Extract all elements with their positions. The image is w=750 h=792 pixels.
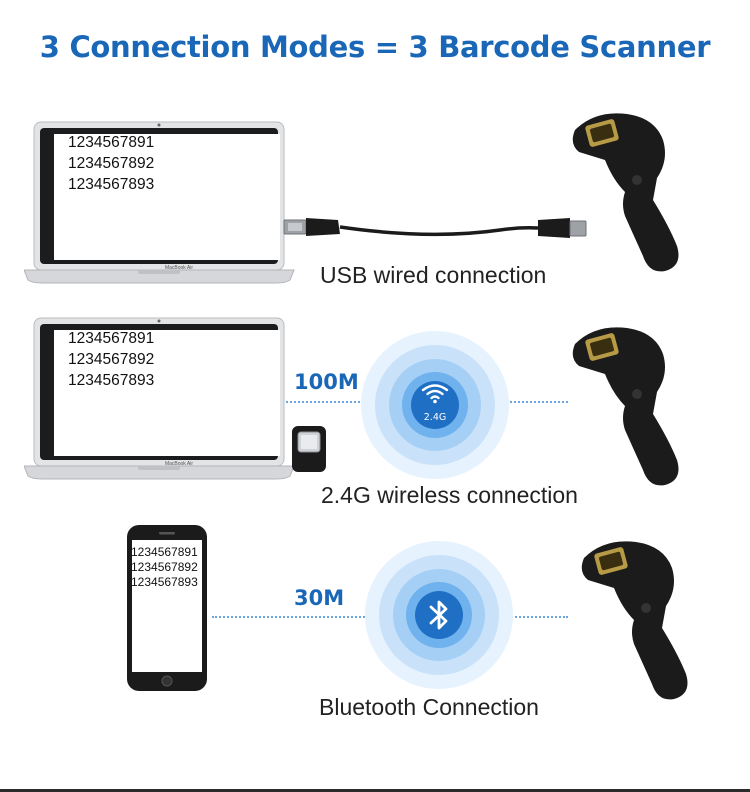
- usb-laptop: MacBook Air 1234567891 1234567892 123456…: [23, 120, 324, 295]
- barcode-scanner-icon: [572, 113, 679, 272]
- bluetooth-distance: 30M: [294, 586, 345, 610]
- scan-line: 1234567891: [68, 330, 155, 347]
- barcode-scanner-icon: [581, 541, 688, 700]
- wireless-icon-label: 2.4G: [423, 412, 447, 423]
- laptop-brand: MacBook Air: [164, 461, 194, 467]
- wireless-distance: 100M: [294, 370, 359, 394]
- scan-line: 1234567892: [68, 155, 155, 172]
- laptop-icon: [23, 121, 295, 284]
- bottom-divider: [0, 789, 750, 792]
- scan-line: 1234567892: [68, 351, 155, 368]
- barcode-scanner-icon: [572, 327, 679, 486]
- bluetooth-label: Bluetooth Connection: [319, 694, 539, 720]
- scan-line: 1234567891: [131, 545, 198, 559]
- wireless-label: 2.4G wireless connection: [321, 482, 578, 508]
- smartphone-icon: [127, 525, 207, 691]
- page-title: 3 Connection Modes = 3 Barcode Scanner: [39, 30, 711, 64]
- signal-rings: [361, 331, 509, 479]
- scan-line: 1234567893: [68, 372, 155, 389]
- wifi-icon: [421, 384, 449, 404]
- scan-line: 1234567893: [131, 575, 198, 589]
- smartphone: 1234567891 1234567892 1234567893: [126, 524, 208, 692]
- wireless-laptop: MacBook Air 1234567891 1234567892 123456…: [23, 316, 326, 491]
- usb-label: USB wired connection: [320, 262, 547, 288]
- laptop-icon: [23, 317, 295, 480]
- scan-line: 1234567891: [68, 134, 155, 151]
- usb-cable: [283, 218, 587, 238]
- screen-lines: 1234567891 1234567892 1234567893: [68, 328, 154, 391]
- usb-dongle-icon: [292, 426, 326, 472]
- scan-line: 1234567892: [131, 560, 198, 574]
- laptop-brand: MacBook Air: [164, 265, 194, 271]
- screen-lines: 1234567891 1234567892 1234567893: [68, 132, 154, 195]
- phone-screen-lines: 1234567891 1234567892 1234567893: [131, 545, 198, 590]
- bluetooth-icon: [429, 600, 448, 630]
- scan-line: 1234567893: [68, 176, 155, 193]
